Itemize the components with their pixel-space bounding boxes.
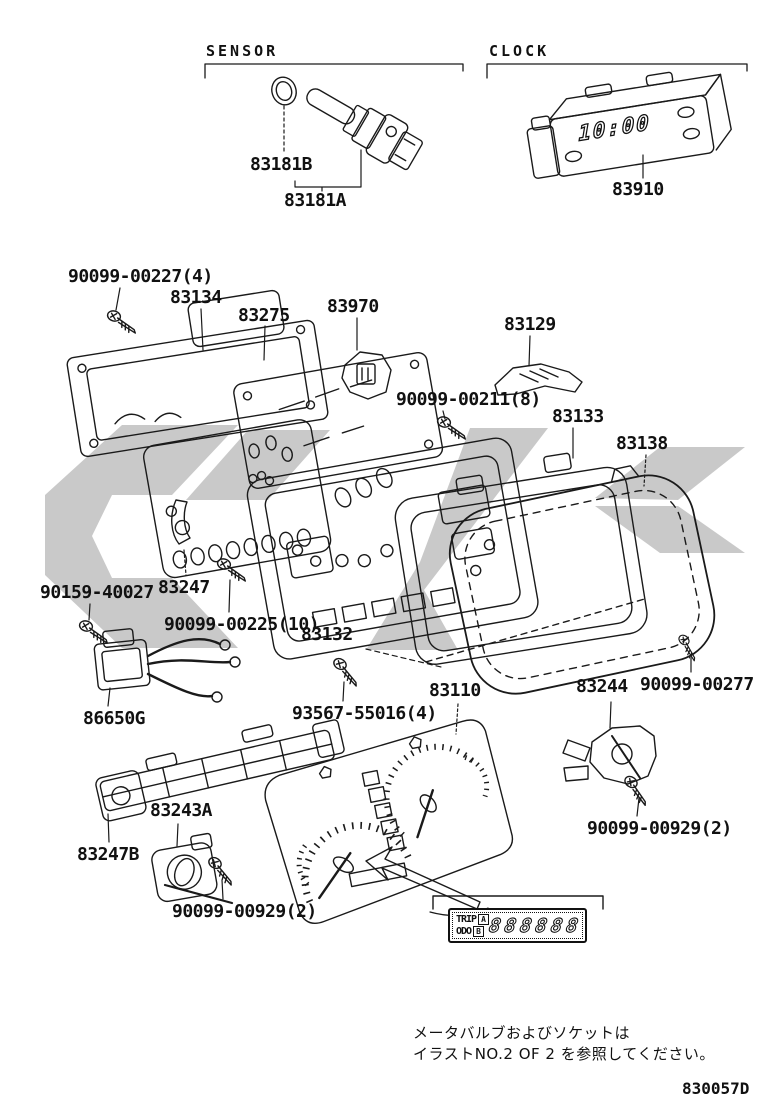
sensor-oring-illustration bbox=[271, 76, 297, 106]
part-83129-bracket bbox=[494, 363, 583, 396]
part-label-83181A: 83181A bbox=[284, 190, 347, 211]
odometer-digits: 888888 bbox=[487, 914, 585, 937]
screw-icon bbox=[103, 308, 141, 335]
needle-line bbox=[163, 883, 234, 905]
part-label-83181B: 83181B bbox=[250, 154, 313, 175]
part-83134-housing bbox=[66, 289, 329, 458]
part-83138-lens bbox=[448, 465, 716, 695]
part-label-90159-40027: 90159-40027 bbox=[40, 582, 154, 603]
clock-section-label: CLOCK bbox=[489, 42, 550, 60]
part-83970-connector bbox=[341, 351, 392, 400]
part-83247B-rail bbox=[95, 719, 345, 822]
part-label-90099-00277: 90099-00277 bbox=[640, 674, 754, 695]
part-label-83133: 83133 bbox=[552, 406, 604, 427]
part-86650G-harness bbox=[93, 628, 241, 703]
part-label-83134: 83134 bbox=[170, 287, 222, 308]
part-83244-bracket bbox=[562, 725, 657, 785]
sensor-section-label: SENSOR bbox=[206, 42, 279, 60]
part-83243A-socket bbox=[151, 832, 218, 903]
part-label-83247: 83247 bbox=[158, 577, 210, 598]
screw-icon bbox=[202, 854, 240, 887]
part-83133-case bbox=[394, 452, 648, 665]
clock-illustration bbox=[526, 71, 732, 179]
part-label-90099-00929-left: 90099-00929(2) bbox=[172, 901, 317, 922]
odometer-display-inner: TRIP A ODO B 888888 bbox=[452, 912, 585, 939]
part-83110-meter-face bbox=[264, 719, 514, 924]
trip-a-badge: A bbox=[478, 914, 490, 925]
part-label-83244: 83244 bbox=[576, 676, 628, 697]
part-label-83132: 83132 bbox=[301, 624, 353, 645]
note-line-1: メータバルブおよびソケットは bbox=[413, 1024, 631, 1042]
part-83275-plate bbox=[233, 351, 444, 489]
sensor-illustration bbox=[306, 88, 423, 171]
odometer-legend: TRIP A ODO B bbox=[453, 914, 490, 937]
part-label-86650G: 86650G bbox=[83, 708, 146, 729]
screw-icon bbox=[327, 655, 365, 688]
part-label-93567-55016: 93567-55016(4) bbox=[292, 703, 437, 724]
note-line-2: イラストNO.2 OF 2 を参照してください。 bbox=[413, 1045, 715, 1063]
part-label-83910: 83910 bbox=[612, 179, 664, 200]
part-label-83247B: 83247B bbox=[77, 844, 140, 865]
odo-label: ODO bbox=[456, 926, 472, 937]
part-label-90099-00211: 90099-00211(8) bbox=[396, 389, 541, 410]
part-label-90099-00929-right: 90099-00929(2) bbox=[587, 818, 732, 839]
part-83132-body bbox=[246, 437, 539, 660]
part-label-90099-00225: 90099-00225(10) bbox=[164, 614, 320, 635]
part-label-83243A: 83243A bbox=[150, 800, 213, 821]
doc-code: 830057D bbox=[682, 1079, 750, 1098]
watermark-logo bbox=[45, 425, 745, 650]
part-label-83129: 83129 bbox=[504, 314, 556, 335]
part-label-83970: 83970 bbox=[327, 296, 379, 317]
part-label-83275: 83275 bbox=[238, 305, 290, 326]
trip-label: TRIP bbox=[456, 914, 477, 925]
part-label-83138: 83138 bbox=[616, 433, 668, 454]
part-label-90099-00227: 90099-00227(4) bbox=[68, 266, 213, 287]
leader-lines bbox=[88, 287, 692, 910]
odometer-display-box: TRIP A ODO B 888888 bbox=[448, 908, 587, 943]
screw-icon bbox=[618, 773, 656, 807]
part-83247-clamp bbox=[171, 499, 191, 545]
odometer-pointer-arrow bbox=[365, 846, 481, 910]
part-label-83110: 83110 bbox=[429, 680, 481, 701]
odo-b-badge: B bbox=[473, 926, 485, 937]
